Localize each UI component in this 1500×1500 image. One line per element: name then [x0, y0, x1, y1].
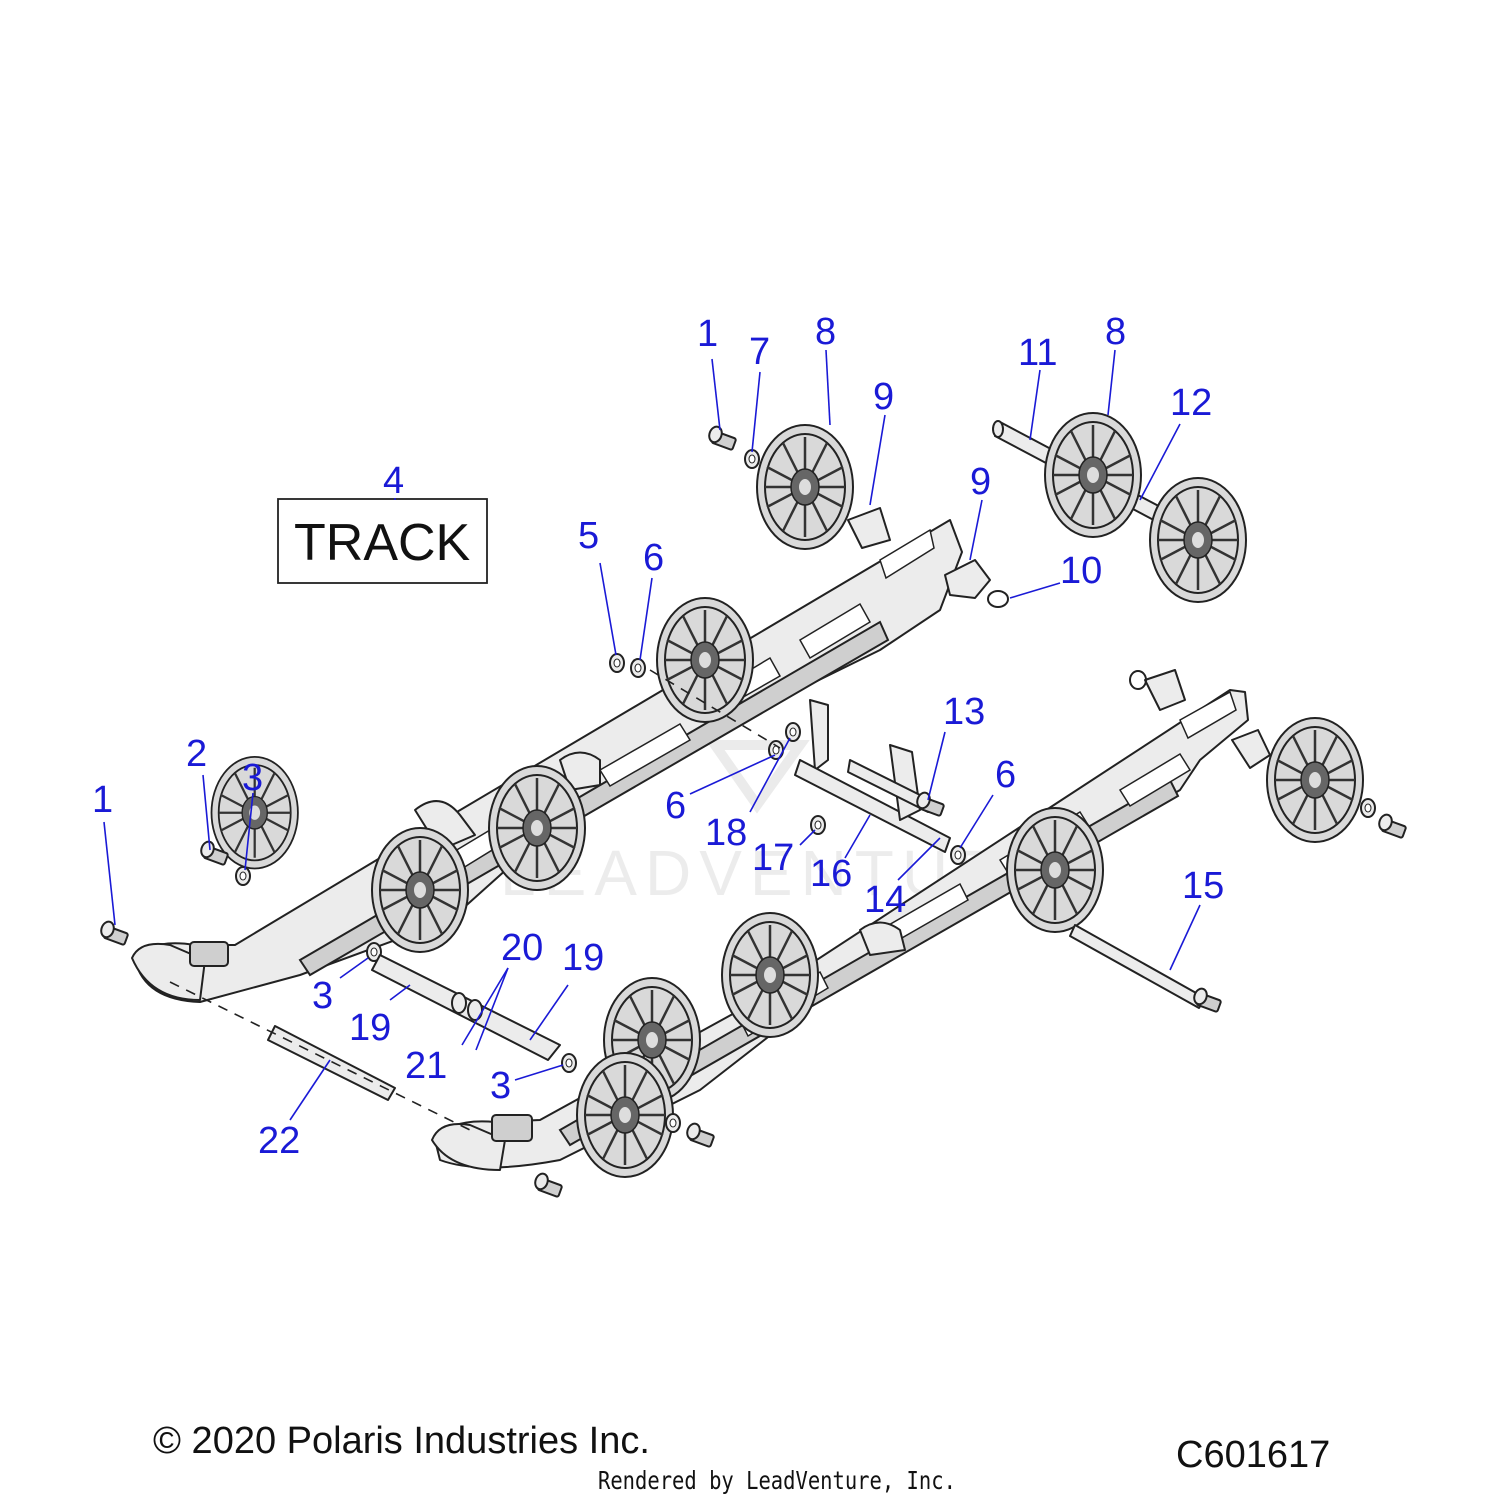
callout-18: 18 [705, 812, 747, 854]
callout-6: 6 [995, 754, 1016, 796]
callout-20: 20 [501, 927, 543, 969]
callout-19: 19 [349, 1007, 391, 1049]
center-shaft-assembly [609, 653, 966, 865]
callout-15: 15 [1182, 865, 1224, 907]
callout-22: 22 [258, 1120, 300, 1162]
callout-3: 3 [242, 757, 263, 799]
callout-12: 12 [1170, 382, 1212, 424]
callout-3: 3 [490, 1065, 511, 1107]
idler-wheel-icon [655, 596, 755, 724]
copyright-notice: © 2020 Polaris Industries Inc. [153, 1420, 650, 1462]
callout-4: 4 [383, 460, 404, 502]
idler-wheel-icon [1005, 806, 1105, 934]
callout-6: 6 [643, 537, 664, 579]
callout-2: 2 [186, 733, 207, 775]
lower-rail [431, 669, 1271, 1171]
callout-5: 5 [578, 515, 599, 557]
rear-wheel-icon [1265, 716, 1365, 844]
callout-8: 8 [815, 311, 836, 353]
callout-9: 9 [873, 376, 894, 418]
callout-6: 6 [665, 785, 686, 827]
callout-16: 16 [810, 853, 852, 895]
callouts: 1 1 2 3 3 3 4 5 6 6 6 7 8 8 9 9 10 11 12… [92, 311, 1224, 1162]
callout-10: 10 [1060, 550, 1102, 592]
callout-17: 17 [752, 837, 794, 879]
diagram-id: C601617 [1176, 1434, 1331, 1476]
lower-rail-wheels [575, 716, 1408, 1179]
track-reference: TRACK [277, 498, 488, 584]
track-label: TRACK [294, 514, 471, 572]
callout-1: 1 [92, 779, 113, 821]
rear-wheel-icon [1148, 476, 1248, 604]
idler-wheel-icon [720, 911, 820, 1039]
rear-axle-assembly [706, 411, 1248, 608]
front-hardware [98, 838, 1223, 1199]
callout-1: 1 [697, 313, 718, 355]
idler-wheel-icon [370, 826, 470, 954]
rear-wheel-icon [755, 423, 855, 551]
callout-19: 19 [562, 937, 604, 979]
idler-wheel-icon [575, 1051, 675, 1179]
rear-wheel-icon [1043, 411, 1143, 539]
callout-14: 14 [864, 879, 906, 921]
callout-9: 9 [970, 461, 991, 503]
leader-lines [103, 349, 1201, 1121]
idler-wheel-icon [487, 764, 587, 892]
callout-8: 8 [1105, 311, 1126, 353]
rendered-by-credit: Rendered by LeadVenture, Inc. [598, 1466, 956, 1495]
callout-13: 13 [943, 691, 985, 733]
callout-21: 21 [405, 1045, 447, 1087]
callout-3: 3 [312, 975, 333, 1017]
callout-11: 11 [1018, 332, 1057, 374]
callout-7: 7 [749, 331, 770, 373]
